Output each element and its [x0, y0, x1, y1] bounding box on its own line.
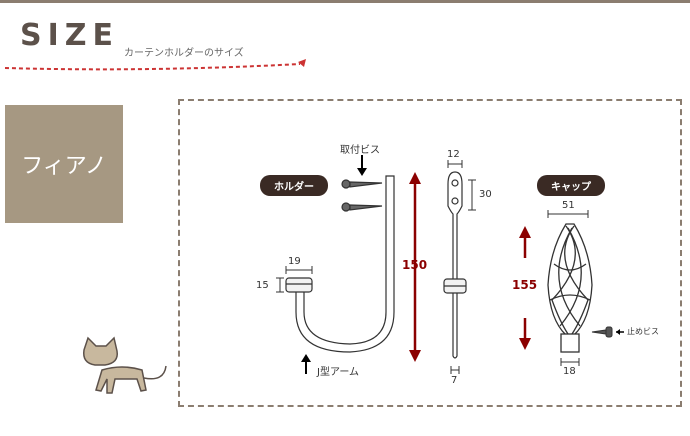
title-underline [4, 63, 301, 71]
side-top-width-value: 12 [447, 149, 460, 160]
stop-screw-label: 止めビス [627, 327, 659, 336]
collar-width-value: 19 [288, 256, 301, 267]
cap-width-value: 51 [562, 200, 575, 211]
side-top-height-value: 30 [479, 189, 492, 200]
holder-side-view-drawing [443, 171, 467, 359]
holder-height-arrow [409, 172, 421, 362]
cap-base-width-value: 18 [563, 366, 576, 377]
bird-icon [298, 59, 306, 67]
mounting-screws-icon [341, 155, 383, 212]
stop-screw-icon [591, 326, 624, 338]
collar-height-value: 15 [256, 280, 269, 291]
collar-dimension-lines [276, 266, 313, 293]
top-border [0, 0, 690, 3]
holder-height-value: 150 [402, 258, 428, 272]
holder-j-arm-drawing [285, 175, 395, 353]
side-view-dimension-lines [447, 160, 476, 374]
screws-label: 取付ビス [340, 145, 380, 156]
cap-finial-drawing [547, 223, 593, 353]
cap-badge: キャップ [537, 175, 605, 196]
page-title: SIZE [20, 18, 120, 53]
cap-dimension-lines [547, 210, 589, 366]
side-bottom-width-value: 7 [451, 375, 458, 386]
product-name-box [5, 105, 123, 223]
diagram-frame [178, 99, 682, 407]
cap-height-value: 155 [512, 278, 538, 292]
arm-label: J型アーム [317, 367, 360, 378]
holder-badge: ホルダー [260, 175, 328, 196]
arm-arrow-icon [301, 354, 311, 374]
product-name: フィアノ [21, 154, 107, 179]
cap-height-arrows [519, 226, 531, 350]
page-subtitle: カーテンホルダーのサイズ [124, 48, 244, 59]
cat-icon [82, 336, 167, 394]
